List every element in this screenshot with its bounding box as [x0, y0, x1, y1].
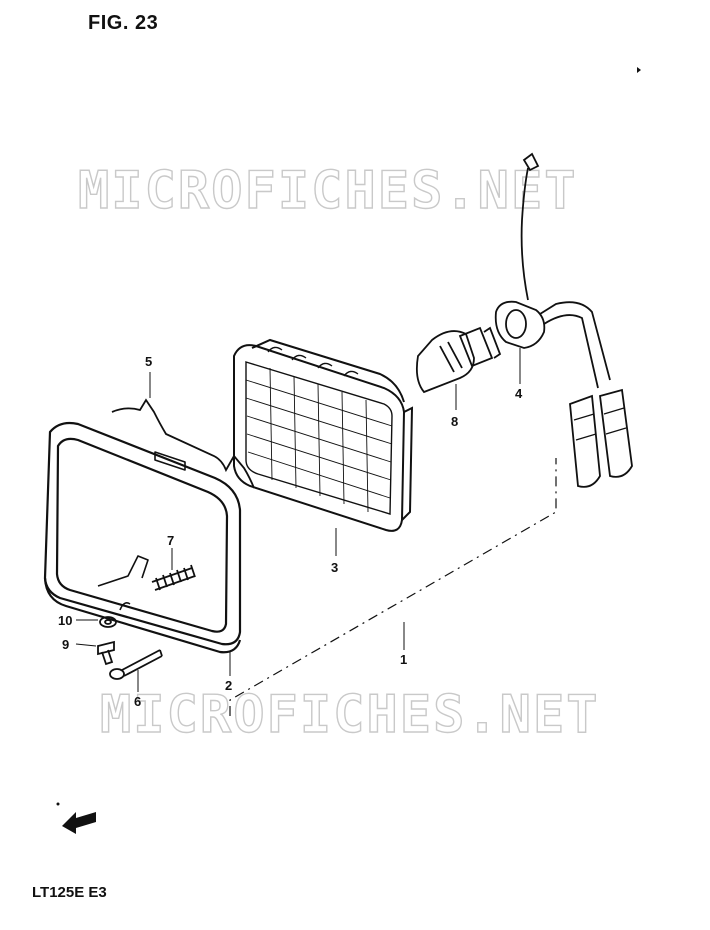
- figure-title: FIG. 23: [88, 12, 159, 34]
- callout-1: 1: [400, 652, 407, 667]
- wire-spring-clip: [111, 398, 255, 489]
- callout-3: 3: [331, 560, 338, 575]
- coil-spring: [151, 564, 196, 591]
- headlight-housing-ring: [43, 421, 242, 654]
- callout-4: 4: [515, 386, 523, 401]
- long-screw: [109, 649, 163, 680]
- callout-10: 10: [58, 613, 72, 628]
- headlight-lens-unit: [233, 338, 414, 532]
- bulb: [415, 326, 502, 394]
- callout-7: 7: [167, 533, 174, 548]
- watermark-bottom: MICROFICHES.NET: [100, 685, 600, 745]
- callout-5: 5: [145, 354, 152, 369]
- assembly-leader-lines: [229, 458, 557, 716]
- callout-8: 8: [451, 414, 458, 429]
- corner-mark: [637, 67, 641, 73]
- callout-9: 9: [62, 637, 69, 652]
- callout-6: 6: [134, 694, 141, 709]
- small-bolt: [97, 640, 115, 666]
- callout-leaders: [75, 348, 521, 692]
- watermark-top: MICROFICHES.NET: [78, 161, 578, 221]
- bulb-socket-harness: [494, 152, 633, 488]
- model-code: LT125E E3: [32, 884, 107, 901]
- callout-2: 2: [225, 678, 232, 693]
- washer: [99, 616, 117, 628]
- direction-marker-icon: [56, 802, 96, 834]
